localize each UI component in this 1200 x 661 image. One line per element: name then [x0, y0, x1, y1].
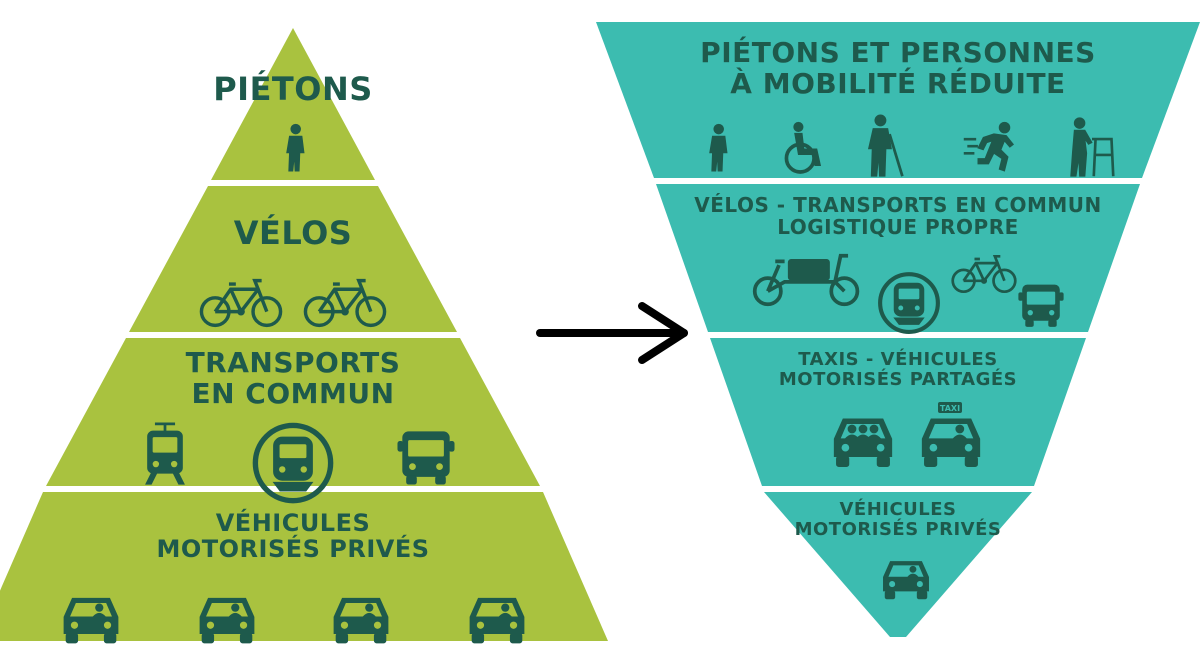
left-tier2-shape: [129, 186, 457, 332]
left-tier1-label: PIÉTONS: [213, 70, 373, 108]
right-tier1-label: PIÉTONS ET PERSONNES À MOBILITÉ RÉDUITE: [700, 36, 1096, 100]
left-tier3-label: TRANSPORTS EN COMMUN: [185, 346, 401, 410]
left-tier1-shape: [211, 28, 375, 180]
right-tier2-label: VÉLOS - TRANSPORTS EN COMMUN LOGISTIQUE …: [694, 193, 1102, 239]
bus-icon: [397, 431, 455, 485]
left-pyramid: [0, 28, 608, 644]
left-tier2-label: VÉLOS: [233, 214, 353, 252]
right-tier3-label: TAXIS - VÉHICULES MOTORISÉS PARTAGÉS: [778, 349, 1018, 390]
right-arrow-icon: [536, 302, 688, 364]
taxi-sign: [938, 402, 962, 413]
taxi-sign-text: TAXI: [940, 404, 960, 413]
right-pyramid: TAXI: [596, 22, 1200, 637]
right-tier3-shape: [710, 338, 1086, 486]
right-tier1-shape: [596, 22, 1200, 178]
right-tier4-label: VÉHICULES MOTORISÉS PRIVÉS: [794, 499, 1002, 540]
left-tier4-shape: [0, 492, 608, 641]
left-tier4-label: VÉHICULES MOTORISÉS PRIVÉS: [156, 509, 430, 564]
bus-icon: [1018, 284, 1064, 327]
